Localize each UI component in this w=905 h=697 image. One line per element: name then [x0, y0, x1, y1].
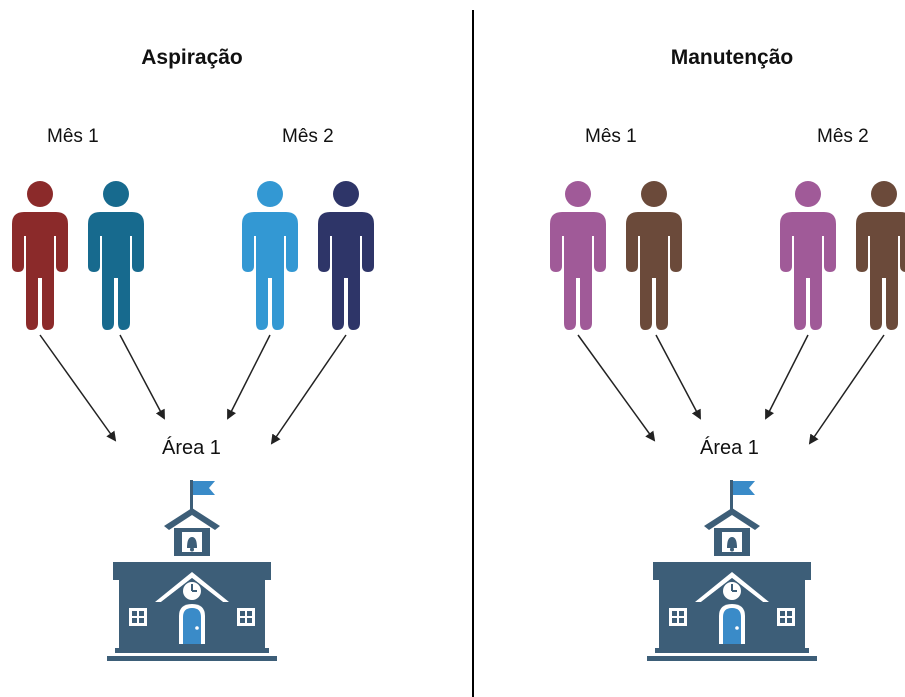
person-icon	[856, 181, 905, 330]
person-icon	[88, 181, 144, 330]
person-icon	[318, 181, 374, 330]
area-label: Área 1	[162, 437, 221, 459]
school-icon	[107, 480, 277, 662]
person-icon	[242, 181, 298, 330]
arrow-icon	[765, 334, 809, 420]
month-label-2: Mês 2	[817, 126, 869, 147]
arrow-icon	[655, 334, 701, 420]
month-label-2: Mês 2	[282, 126, 334, 147]
person-icon	[780, 181, 836, 330]
school-icon	[647, 480, 817, 662]
arrow-icon	[270, 334, 347, 445]
area-label: Área 1	[700, 437, 759, 459]
month-label-1: Mês 1	[585, 126, 637, 147]
month-label-1: Mês 1	[47, 126, 99, 147]
person-icon	[626, 181, 682, 330]
person-icon	[550, 181, 606, 330]
panel-title-manutencao: Manutenção	[670, 46, 794, 69]
arrow-icon	[808, 334, 885, 445]
arrow-icon	[577, 334, 656, 442]
arrow-icon	[227, 334, 271, 420]
panel-title-aspiracao: Aspiração	[141, 46, 243, 69]
arrow-icon	[119, 334, 165, 420]
arrow-icon	[39, 334, 117, 442]
person-icon	[12, 181, 68, 330]
